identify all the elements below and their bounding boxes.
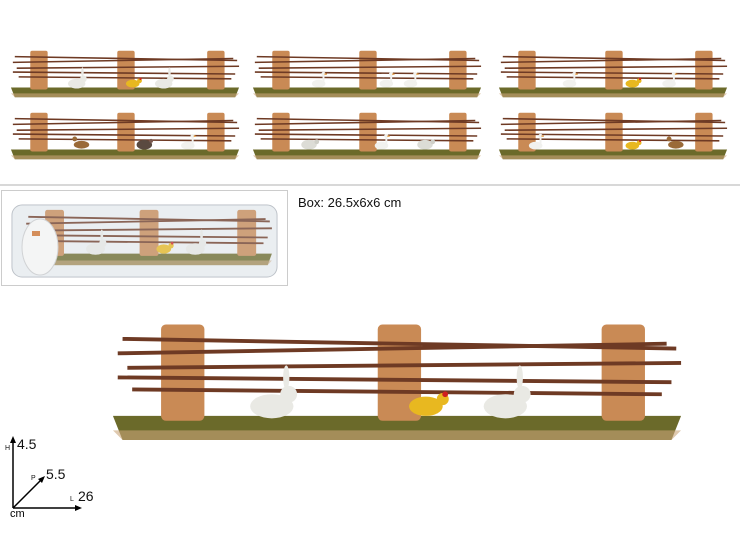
fence-stick (254, 57, 476, 64)
rabbit-figure (67, 78, 86, 89)
chicken-figure (156, 244, 172, 254)
height-axis-label: H (5, 445, 11, 452)
fence-stick (500, 71, 724, 75)
fence-post (272, 112, 290, 152)
thumbnail-grid (0, 0, 740, 180)
brand-label (21, 218, 59, 276)
fence-stick (504, 127, 728, 131)
fence-stick (26, 234, 268, 239)
rabbit-figure (154, 78, 173, 89)
fence-post (601, 324, 645, 421)
length-axis-label: L (70, 496, 74, 503)
fence-stick (32, 240, 264, 245)
goose-figure (379, 79, 394, 88)
fence-stick (258, 65, 482, 69)
product-variant-2[interactable] (250, 45, 484, 103)
fence-stick (117, 341, 667, 356)
fence-stick (18, 76, 232, 80)
fence-stick (12, 71, 236, 75)
product-variant-5[interactable] (250, 107, 484, 165)
fence-stick (260, 76, 474, 80)
duck-figure (181, 141, 195, 150)
fence-stick (12, 133, 236, 137)
duck-figure (374, 141, 389, 150)
fence-stick (500, 133, 724, 137)
fence-post (518, 50, 536, 90)
fence-stick (16, 127, 240, 131)
fence-stick (12, 57, 234, 64)
duck-figure (311, 79, 326, 88)
fence-stick (117, 375, 672, 385)
depth-value: 5.5 (46, 466, 66, 482)
depth-axis-label: P (31, 475, 36, 482)
product-variant-3[interactable] (496, 45, 730, 103)
sheep-figure (417, 139, 433, 150)
fence-stick (132, 387, 662, 397)
fence-post (605, 112, 623, 152)
fence-stick (260, 138, 474, 142)
chicken-figure (625, 141, 640, 150)
fence-post (695, 50, 713, 90)
product-variant-6[interactable] (496, 107, 730, 165)
fence-post (695, 112, 713, 152)
fence-stick (504, 65, 728, 69)
fence-post (161, 324, 205, 421)
product-variant-1[interactable] (8, 45, 242, 103)
goose-figure (562, 79, 577, 88)
fence-post (359, 112, 377, 152)
rabbit-figure (250, 394, 294, 419)
sheep-figure (301, 139, 317, 150)
fence-stick (16, 65, 240, 69)
fence-stick (30, 227, 272, 232)
fence-stick (18, 138, 232, 142)
rabbit-figure (483, 394, 527, 419)
duck-figure (528, 141, 543, 150)
fence-stick (127, 361, 682, 370)
fence-post (30, 50, 48, 90)
deer-figure (73, 140, 90, 149)
section-divider (0, 184, 740, 186)
height-value: 4.5 (17, 436, 37, 452)
fence-stick (26, 218, 266, 225)
fence-stick (506, 76, 720, 80)
fence-stick (500, 119, 722, 126)
packaging-image (11, 204, 278, 278)
chicken-figure (125, 79, 140, 88)
length-value: 26 (78, 488, 94, 504)
fence-post (449, 50, 467, 90)
main-product-image (112, 324, 682, 440)
fence-stick (254, 71, 478, 75)
rabbit-figure (86, 243, 105, 255)
rabbit-figure (185, 243, 205, 255)
packaging-image-frame (1, 190, 288, 286)
unit-label: cm (10, 508, 25, 520)
fence-post (117, 112, 135, 152)
fence-post (359, 50, 377, 90)
fence-stick (500, 57, 722, 64)
box-dimensions-label: Box: 26.5x6x6 cm (298, 195, 402, 210)
fence-stick (506, 138, 720, 142)
fence-post (518, 112, 536, 152)
chicken-figure (409, 396, 443, 416)
fence-stick (254, 133, 478, 137)
fence-post (207, 112, 225, 152)
fence-stick (254, 119, 476, 126)
fence-post (272, 50, 290, 90)
dimension-diagram: H 4.5 P 5.5 L 26 cm (0, 432, 110, 522)
duck-figure (662, 79, 676, 88)
goose-figure (403, 79, 418, 88)
product-variant-4[interactable] (8, 107, 242, 165)
fence-stick (12, 119, 234, 126)
fence-stick (258, 127, 482, 131)
deer-figure (668, 140, 684, 149)
fence-post (449, 112, 467, 152)
chicken-figure (625, 79, 640, 88)
fence-post (207, 50, 225, 90)
fence-post (30, 112, 48, 152)
turkey-figure (136, 139, 153, 150)
fence-post (605, 50, 623, 90)
